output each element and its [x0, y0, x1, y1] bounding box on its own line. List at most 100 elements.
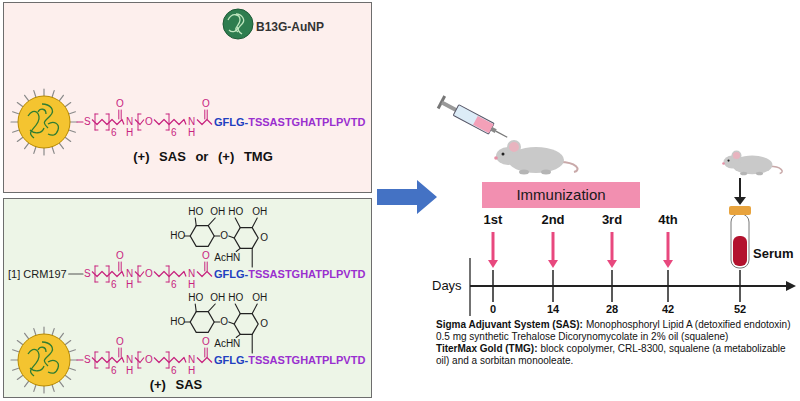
dose-ordinal: 3rd — [602, 212, 622, 227]
timeline-axis-part — [552, 270, 554, 302]
immunization-band: Immunization — [482, 182, 640, 208]
glycosidic-bond — [236, 248, 240, 251]
ligand-strand — [17, 103, 23, 107]
mouse-part — [494, 156, 498, 160]
glycosidic-bond — [235, 304, 240, 314]
repeat-bracket — [138, 282, 141, 283]
mouse-part — [722, 162, 725, 165]
chem-bond — [207, 262, 208, 271]
adjuvant-label: (+) SAS or (+) TMG — [133, 149, 273, 165]
glycosidic-bond — [195, 304, 196, 312]
nanoparticle-icon-part — [236, 14, 244, 34]
mouse-part — [508, 141, 520, 153]
repeat-bracket — [166, 130, 169, 131]
alkyl-chain — [135, 272, 144, 277]
sugar-atom: HO — [188, 206, 203, 218]
ligand-strand — [69, 368, 76, 370]
alkyl-chain — [135, 358, 144, 363]
linker-atom: O — [145, 116, 153, 128]
nanoparticle-icon-part — [223, 9, 253, 39]
repeat-bracket — [138, 130, 141, 131]
linker-atom: H — [126, 365, 133, 377]
chem-bond — [121, 110, 122, 119]
day-number: 0 — [490, 303, 496, 316]
polymer-coil — [28, 349, 39, 376]
glycosidic-bond — [235, 218, 240, 228]
glycosidic-bond — [229, 236, 235, 238]
alkyl-chain — [154, 120, 186, 125]
linker-atom: N — [126, 116, 133, 128]
syringe-part — [453, 105, 494, 134]
polymer-coil — [38, 109, 46, 114]
mouse-part — [502, 153, 505, 156]
gold-nanoparticle — [18, 334, 70, 386]
ligand-strand — [17, 341, 23, 345]
repeat-bracket — [166, 282, 169, 283]
linker-atom: O — [116, 250, 124, 262]
glycopeptide-sequence: TSSASTGHATPLPVTD — [248, 354, 365, 367]
serum-tube-part — [733, 236, 747, 266]
ligand-strand — [34, 329, 36, 336]
serum-label: Serum — [753, 246, 793, 261]
linker-atom: O — [202, 250, 210, 262]
dose-ordinal: 2nd — [541, 212, 564, 227]
glycosidic-bond — [214, 235, 220, 236]
glycosidic-bond — [252, 304, 257, 314]
linker-atom: H — [126, 279, 133, 291]
dose-arrows-part — [611, 232, 614, 262]
ligand-strand — [43, 148, 44, 155]
polymer-coil — [48, 360, 58, 373]
repeat-bracket — [169, 114, 170, 130]
repeat-bracket — [138, 114, 141, 115]
repeat-bracket — [166, 266, 169, 267]
repeat-bracket — [138, 266, 141, 267]
glycosidic-bond — [252, 334, 253, 353]
ligand-strand — [43, 386, 44, 393]
ligand-strand — [11, 359, 18, 360]
glycosidic-bond — [252, 218, 257, 228]
polymer-coil — [42, 104, 52, 128]
sugar-atom: HO — [170, 316, 185, 328]
dose-ordinal: 4th — [658, 212, 678, 227]
timeline-axis-part — [667, 270, 669, 302]
day-number: 28 — [606, 303, 618, 316]
repeat-bracket — [138, 114, 139, 130]
chem-bond — [204, 262, 205, 271]
nanoparticle-icon — [223, 9, 253, 39]
ligand-strand — [70, 359, 77, 360]
spacer-peptide: GFLG- — [214, 116, 248, 129]
repeat-bracket — [95, 352, 98, 353]
repeat-bracket — [169, 266, 170, 282]
bleed-arrow-part — [734, 197, 746, 205]
sugar-atom: AcHN — [214, 338, 240, 350]
linker-atom: 6 — [171, 279, 177, 291]
repeat-bracket — [109, 352, 110, 368]
mouse — [494, 141, 577, 175]
sugar-atom: HO — [188, 292, 203, 304]
adjuvant-name: TiterMax Gold (TMG): — [436, 343, 537, 354]
polymer-coil — [30, 366, 44, 371]
nanoparticle-icon-part — [229, 27, 238, 32]
mouse-part — [727, 159, 729, 161]
linker-atom: N — [188, 268, 195, 280]
repeat-bracket — [95, 282, 98, 283]
day-number: 14 — [547, 303, 559, 316]
adjuvant-note: Sigma Adjuvant System (SAS):Monophosphor… — [436, 319, 794, 343]
sugar-atom: O — [260, 232, 268, 244]
serum-tube — [729, 206, 751, 268]
alkyl-chain — [197, 120, 212, 125]
dose-arrows-part — [492, 232, 495, 262]
repeat-bracket — [106, 282, 109, 283]
ligand-strand — [69, 130, 76, 132]
ligand-strand — [25, 333, 29, 339]
repeat-bracket — [106, 114, 109, 115]
timeline-axis — [470, 258, 796, 316]
repeat-bracket — [106, 130, 109, 131]
ligand-strand — [65, 137, 71, 141]
chem-bond — [121, 348, 122, 357]
linker-atom: 6 — [171, 365, 177, 377]
linker-atom: 6 — [111, 127, 117, 139]
dose-arrows-part — [663, 260, 673, 268]
syringe — [437, 95, 511, 143]
polymer-coil — [48, 122, 58, 135]
